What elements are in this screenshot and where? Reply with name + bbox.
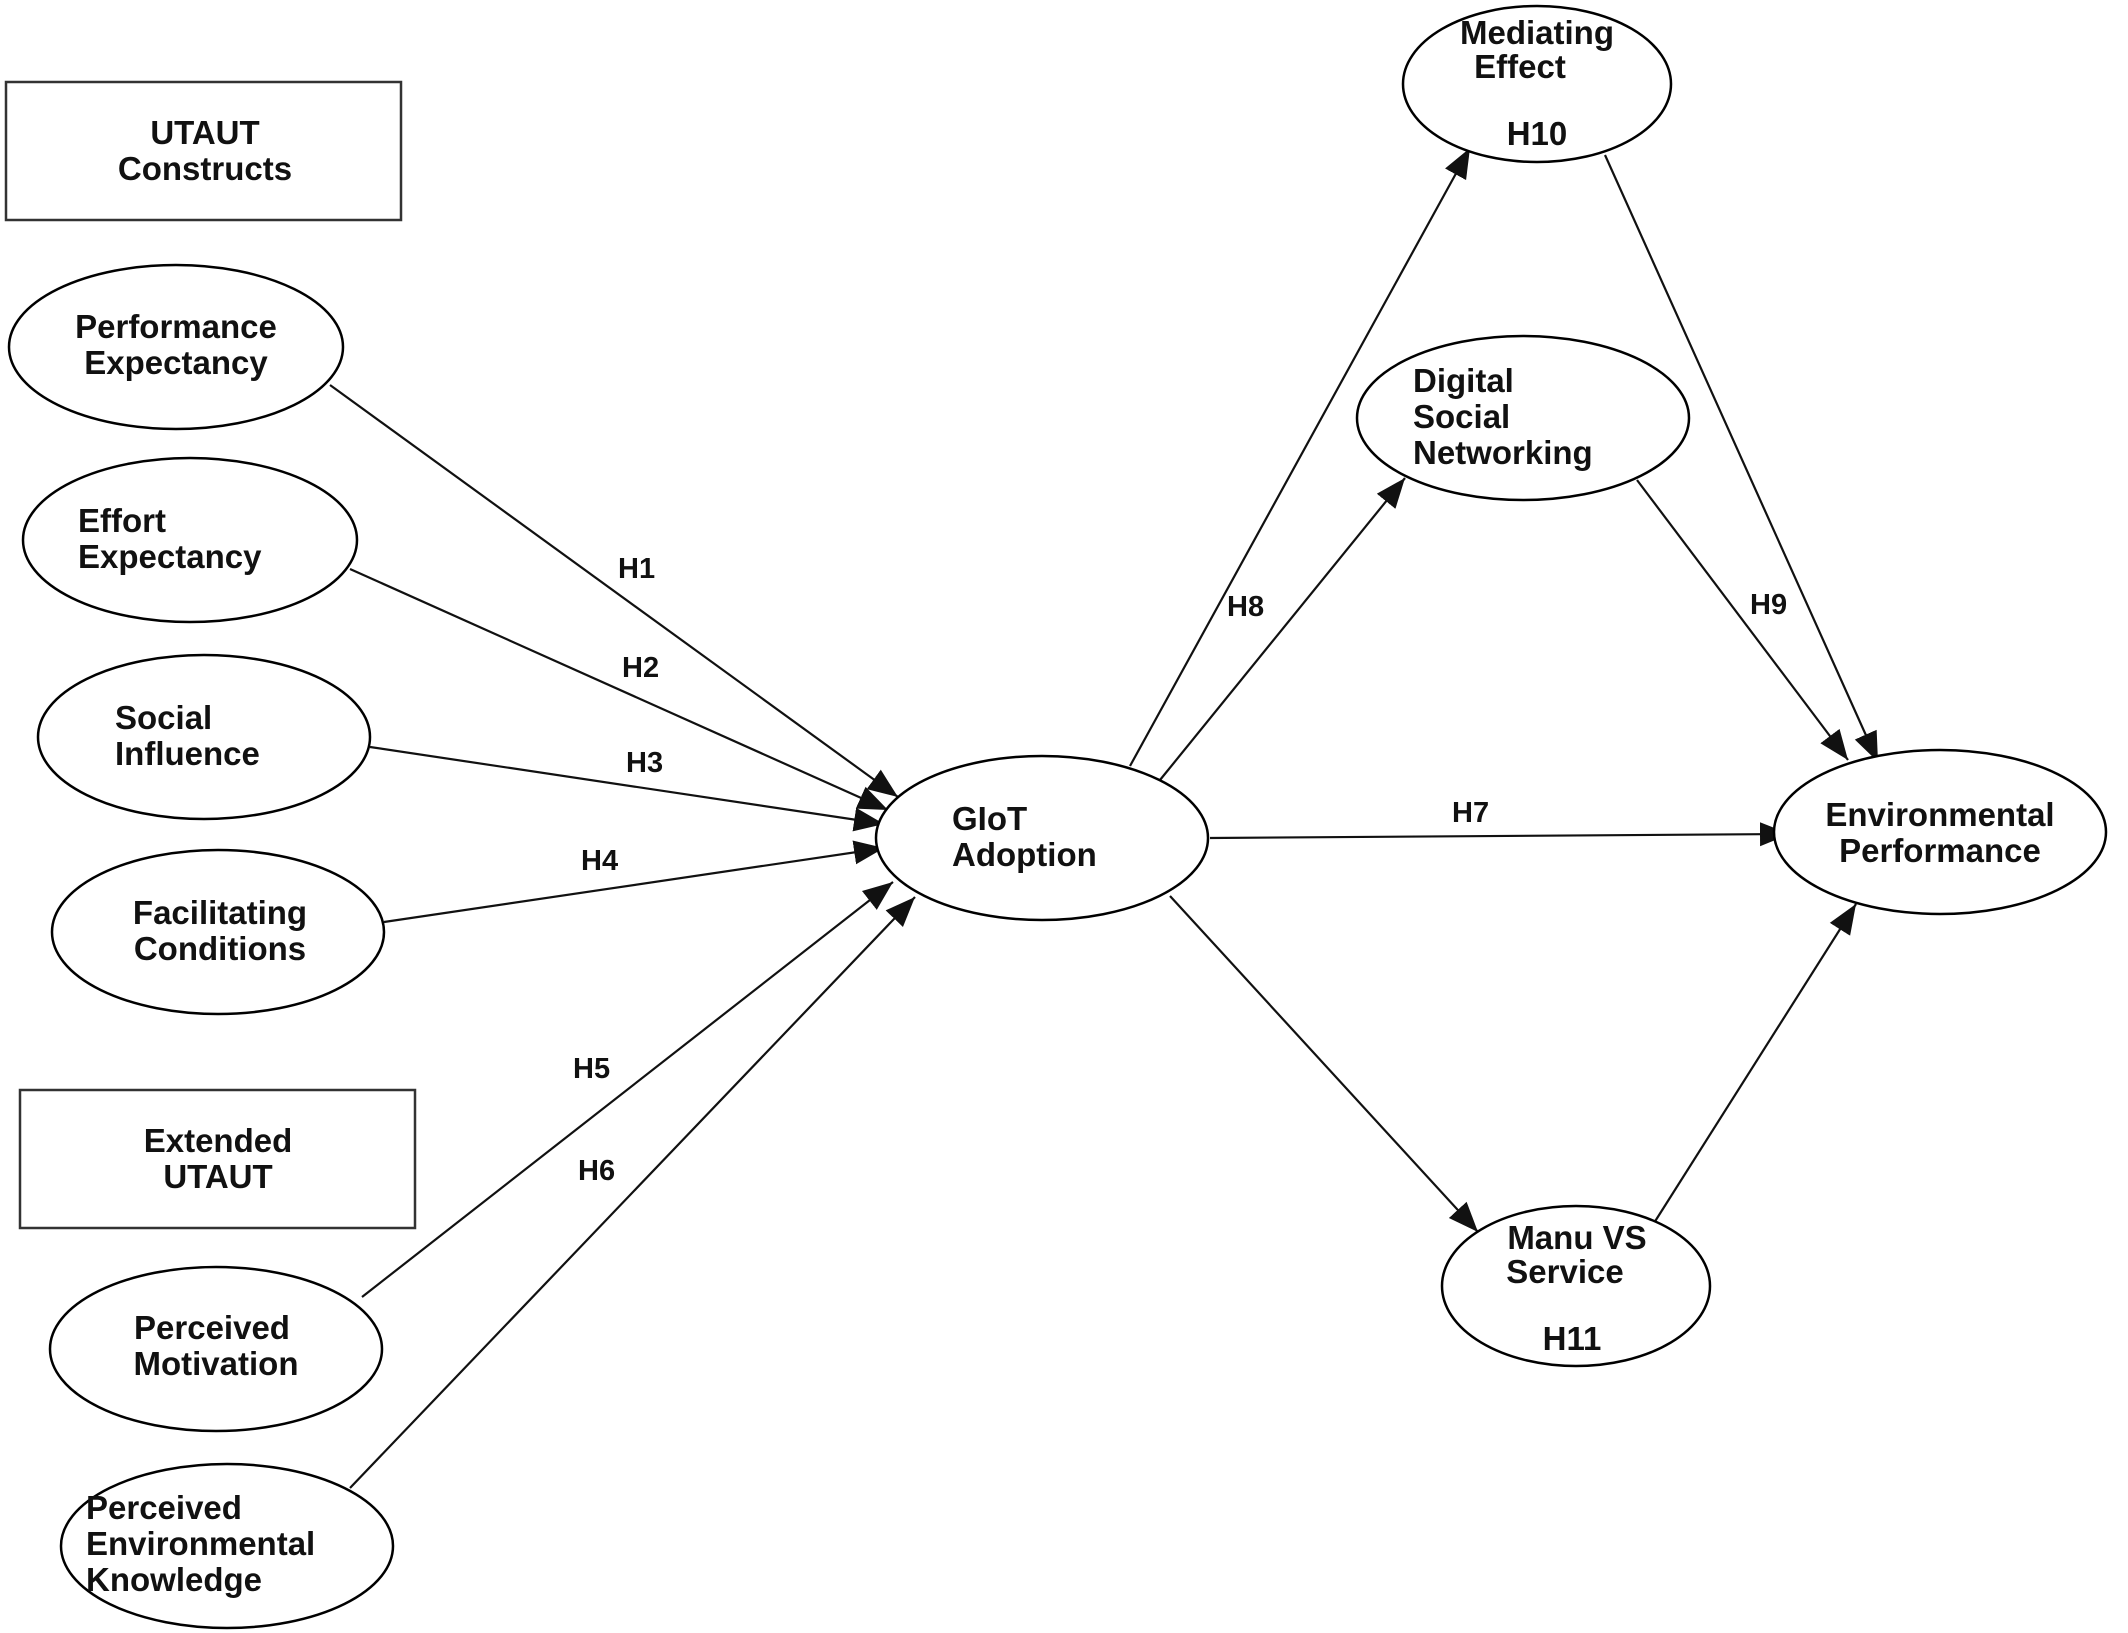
edge-manu-to-environmental <box>1653 903 1857 1224</box>
node-label: Motivation <box>134 1345 299 1382</box>
extended-box-line1: Extended <box>144 1122 293 1159</box>
edge-facilitating-to-giot <box>383 840 885 924</box>
node-digital-social-networking: Digital Social Networking <box>1355 334 1691 502</box>
node-perceived-motivation: Perceived Motivation <box>48 1265 384 1433</box>
node-label: Service <box>1506 1253 1623 1290</box>
edge-label-h4: H4 <box>581 845 618 877</box>
node-facilitating-conditions: Facilitating Conditions <box>50 848 386 1016</box>
edge-social-to-giot <box>369 745 885 832</box>
edge-label-h5: H5 <box>573 1053 610 1085</box>
edge-label-h3: H3 <box>626 747 663 779</box>
extended-utaut-box: Extended UTAUT <box>18 1088 417 1230</box>
node-performance-expectancy: Performance Expectancy <box>7 263 345 431</box>
node-label: Expectancy <box>78 538 262 575</box>
edge-label-h9: H9 <box>1750 589 1787 621</box>
node-social-influence: Social Influence <box>36 653 372 821</box>
node-label: Performance <box>75 308 277 345</box>
node-perceived-environmental-knowledge: Perceived Environmental Knowledge <box>59 1462 395 1630</box>
utaut-constructs-box: UTAUT Constructs <box>4 80 403 222</box>
node-label: Adoption <box>952 836 1097 873</box>
node-label: H11 <box>1543 1320 1602 1357</box>
edge-performance-to-giot <box>329 384 899 798</box>
node-label: Networking <box>1413 434 1593 471</box>
edge-motivation-to-giot <box>361 881 894 1298</box>
node-label: Conditions <box>134 930 306 967</box>
edge-label-h6: H6 <box>578 1155 615 1187</box>
node-label: Mediating <box>1460 14 1614 51</box>
node-mediating-effect: Mediating Effect H10 <box>1401 4 1673 164</box>
node-environmental-performance: Environmental Performance <box>1772 748 2108 916</box>
edge-giot-to-mediating <box>1129 147 1471 767</box>
extended-box-line2: UTAUT <box>163 1158 272 1195</box>
edge-giot-to-environmental <box>1209 822 1791 847</box>
node-label: Social <box>1413 398 1510 435</box>
edge-label-h2: H2 <box>622 652 659 684</box>
node-label: GIoT <box>952 800 1027 837</box>
utaut-box-line2: Constructs <box>118 150 292 187</box>
node-label: Facilitating <box>133 894 307 931</box>
node-giot-adoption: GIoT Adoption <box>874 754 1210 922</box>
edge-knowledge-to-giot <box>349 896 916 1489</box>
edge-effort-to-giot <box>349 567 889 812</box>
node-label: Social <box>115 699 212 736</box>
node-label: Effect <box>1474 48 1566 85</box>
edge-label-h8: H8 <box>1227 591 1264 623</box>
node-label: Performance <box>1839 832 2041 869</box>
node-label: Expectancy <box>84 344 268 381</box>
edge-digital-to-environmental <box>1636 479 1849 761</box>
edge-label-h1: H1 <box>618 553 655 585</box>
node-effort-expectancy: Effort Expectancy <box>21 456 359 624</box>
edge-mediating-to-environmental <box>1603 154 1880 763</box>
edge-label-h7: H7 <box>1452 797 1489 829</box>
node-label: H10 <box>1507 115 1568 152</box>
node-label: Manu VS <box>1507 1219 1646 1256</box>
node-label: Knowledge <box>86 1561 262 1598</box>
node-manu-vs-service: Manu VS Service H11 <box>1440 1204 1712 1368</box>
node-label: Effort <box>78 502 166 539</box>
node-label: Environmental <box>1825 796 2054 833</box>
utaut-box-line1: UTAUT <box>150 114 259 151</box>
node-label: Influence <box>115 735 260 772</box>
node-label: Perceived <box>86 1489 242 1526</box>
edge-giot-to-digital <box>1159 477 1406 781</box>
edge-giot-to-manu <box>1169 895 1479 1233</box>
node-label: Environmental <box>86 1525 315 1562</box>
node-label: Perceived <box>134 1309 290 1346</box>
node-label: Digital <box>1413 362 1514 399</box>
